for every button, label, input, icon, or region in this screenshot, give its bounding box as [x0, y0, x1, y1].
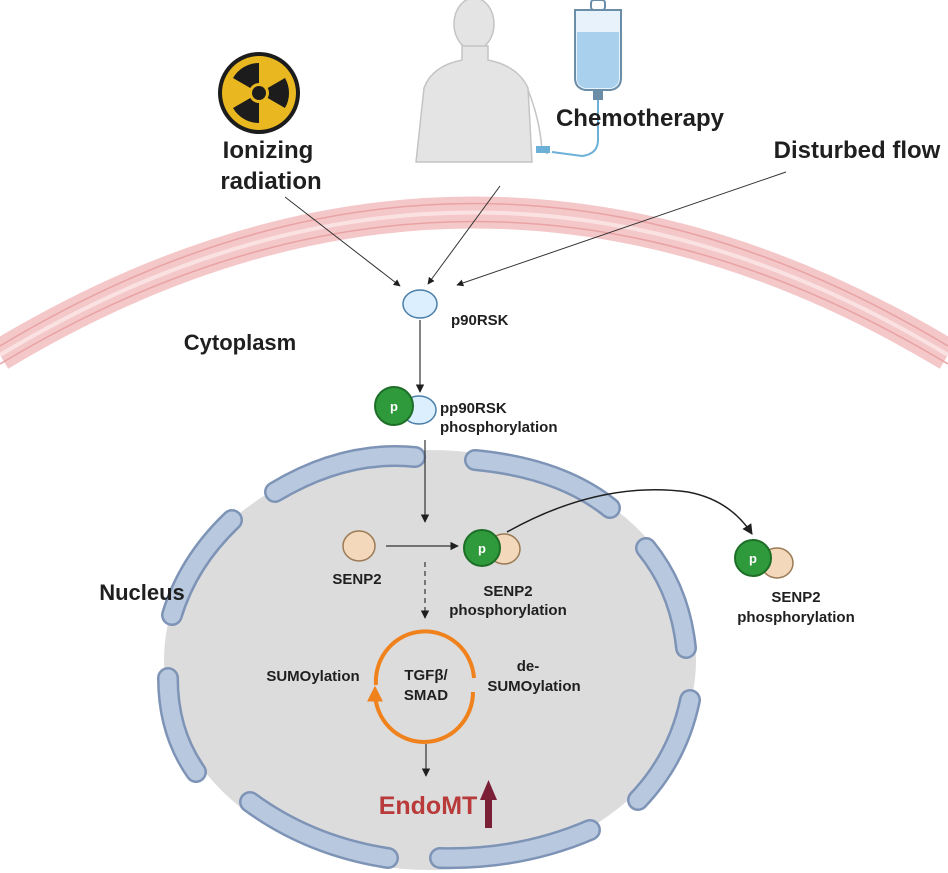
phosphate-icon: p	[374, 386, 414, 426]
disturbed-flow-label: Disturbed flow	[774, 137, 941, 164]
p90rsk-protein	[402, 289, 438, 319]
senp2-phos-label-line2: phosphorylation	[449, 602, 567, 619]
radiation-label-line2: radiation	[220, 168, 321, 195]
arrow-senp2-export	[506, 489, 753, 535]
cytoplasm-label: Cytoplasm	[184, 330, 296, 355]
phosphate-icon: p	[734, 539, 772, 577]
senp2-out-label-line2: phosphorylation	[737, 609, 855, 626]
sumo-cycle	[367, 629, 476, 744]
human-patient-icon	[415, 0, 550, 163]
svg-text:p: p	[749, 551, 757, 566]
chemotherapy-label: Chemotherapy	[556, 105, 725, 132]
tgfb-label-line2: SMAD	[404, 687, 448, 704]
svg-text:p: p	[478, 541, 486, 556]
pp90rsk-label-line1: pp90RSK	[440, 400, 507, 417]
iv-bag-icon	[551, 0, 622, 158]
senp2-protein	[342, 530, 376, 562]
sumoylation-label: SUMOylation	[266, 668, 359, 685]
stimulus-arrows	[284, 171, 787, 287]
radiation-hazard-icon	[218, 52, 300, 134]
cell-membrane	[0, 196, 948, 369]
nucleus-label: Nucleus	[99, 580, 185, 605]
desumoylation-label-line2: SUMOylation	[487, 678, 580, 695]
senp2-label: SENP2	[332, 571, 381, 588]
nucleus-body	[164, 450, 696, 870]
phosphate-icon: p	[463, 529, 501, 567]
nuclear-envelope	[157, 445, 701, 870]
radiation-label-line1: Ionizing	[223, 137, 314, 164]
endomt-label: EndoMT	[379, 792, 478, 820]
pp90rsk-complex: p	[374, 386, 437, 426]
senp2-phosphorylated-nuclear: p	[463, 529, 521, 567]
p90rsk-label: p90RSK	[451, 312, 509, 329]
senp2-out-label-line1: SENP2	[771, 589, 820, 606]
tgfb-label-line1: TGFβ/	[404, 667, 448, 684]
up-arrow-icon	[480, 780, 497, 828]
senp2-phosphorylated-cytoplasmic: p	[734, 539, 794, 579]
svg-text:p: p	[390, 399, 398, 414]
desumoylation-label-line1: de-	[517, 658, 540, 675]
pp90rsk-label-line2: phosphorylation	[440, 419, 558, 436]
senp2-phos-label-line1: SENP2	[483, 583, 532, 600]
